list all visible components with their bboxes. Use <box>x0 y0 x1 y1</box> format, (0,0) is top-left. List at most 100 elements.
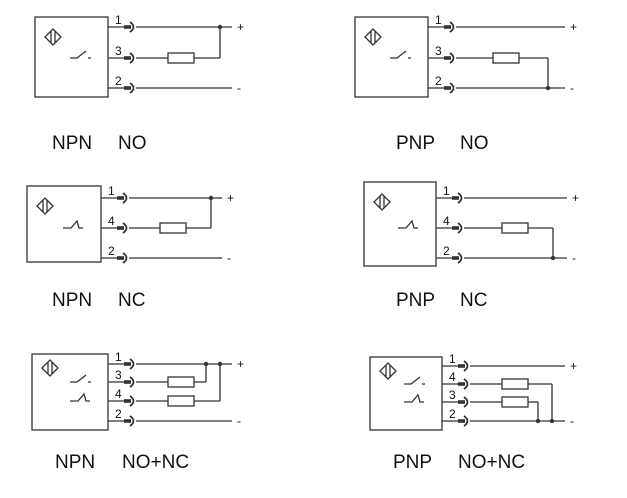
connector-socket <box>457 222 463 234</box>
junction-dot <box>203 361 209 367</box>
connector-socket <box>463 378 469 390</box>
junction-dot <box>217 361 223 367</box>
caption-type: PNP <box>393 452 433 473</box>
connector-socket <box>463 415 469 427</box>
minus-label: - <box>570 81 574 95</box>
pin-number: 1 <box>108 184 115 198</box>
connector-pin <box>124 419 131 423</box>
caption-type: PNP <box>396 133 436 154</box>
no-contact-icon <box>404 376 425 385</box>
pin-number: 3 <box>115 44 122 58</box>
pin-number: 1 <box>115 350 122 364</box>
sensor-box <box>31 353 109 431</box>
proximity-sensor-icon <box>379 362 397 380</box>
diagram-pnp-nc: 142+- <box>363 181 579 267</box>
connector-pin <box>458 419 465 423</box>
diagram-npn-no: 1 3 2 + - <box>34 13 244 98</box>
connector-pin <box>124 399 131 403</box>
caption-mode: NO+NC <box>122 452 190 473</box>
connector-pin <box>452 196 459 200</box>
pin-number: 3 <box>449 388 456 402</box>
connector-pin <box>458 382 465 386</box>
pin-number: 1 <box>443 184 450 198</box>
connector-pin <box>124 362 131 366</box>
connector-socket <box>129 82 135 94</box>
caption-mode: NO <box>460 133 489 154</box>
caption-mode: NC <box>460 290 488 311</box>
pin-number: 1 <box>435 13 442 27</box>
connector-socket <box>463 396 469 408</box>
caption-type: NPN <box>52 133 93 154</box>
sensor-box <box>354 16 429 98</box>
connector-socket <box>457 252 463 264</box>
no-contact-icon <box>70 374 91 383</box>
minus-label: - <box>237 81 241 95</box>
connector-socket <box>449 82 455 94</box>
load-resistor <box>167 376 195 388</box>
pin-number: 4 <box>115 387 122 401</box>
sensor-box <box>26 185 102 263</box>
plus-label: + <box>237 357 244 371</box>
nc-contact-icon <box>70 392 90 402</box>
connector-socket <box>449 21 455 33</box>
connector-pin <box>124 86 131 90</box>
connector-pin <box>117 256 124 260</box>
proximity-sensor-icon <box>373 193 391 211</box>
pin-number: 3 <box>115 368 122 382</box>
minus-label: - <box>227 251 231 265</box>
connector-socket <box>449 52 455 64</box>
connector-pin <box>124 56 131 60</box>
connector-socket <box>129 376 135 388</box>
connector-socket <box>122 222 128 234</box>
nc-contact-icon <box>404 393 424 403</box>
proximity-sensor-icon <box>364 28 382 46</box>
load-resistor <box>167 395 195 407</box>
connector-socket <box>122 192 128 204</box>
plus-label: + <box>237 20 244 34</box>
pin-number: 4 <box>108 214 115 228</box>
pin-number: 2 <box>435 74 442 88</box>
connector-socket <box>129 52 135 64</box>
proximity-sensor-icon <box>44 28 62 46</box>
connector-pin <box>444 86 451 90</box>
connector-socket <box>457 192 463 204</box>
load-resistor <box>501 378 529 390</box>
connector-socket <box>122 252 128 264</box>
connector-pin <box>458 400 465 404</box>
junction-dot <box>217 24 223 30</box>
load-resistor <box>501 396 529 408</box>
connector-pin <box>452 226 459 230</box>
connector-pin <box>444 56 451 60</box>
load-resistor <box>501 222 529 234</box>
sensor-box <box>34 16 109 98</box>
diagram-npn-nc: 142+- <box>26 184 234 265</box>
pin-number: 2 <box>115 74 122 88</box>
plus-label: + <box>227 191 234 205</box>
caption-mode: NO+NC <box>458 452 526 473</box>
pin-number: 2 <box>443 244 450 258</box>
pin-number: 1 <box>449 352 456 366</box>
connector-pin <box>444 25 451 29</box>
connector-socket <box>463 360 469 372</box>
minus-label: - <box>570 414 574 428</box>
connector-socket <box>129 415 135 427</box>
nc-contact-icon <box>63 219 83 229</box>
diagram-pnp-no: 1 3 2 + - <box>354 13 577 98</box>
plus-label: + <box>570 359 577 373</box>
load-resistor <box>492 52 520 64</box>
connector-pin <box>117 226 124 230</box>
junction-dot <box>208 195 214 201</box>
plus-label: + <box>572 191 579 205</box>
caption-type: NPN <box>52 290 93 311</box>
no-contact-icon <box>70 50 91 59</box>
minus-label: - <box>572 251 576 265</box>
load-resistor <box>167 52 195 64</box>
pin-number: 3 <box>435 44 442 58</box>
pin-number: 1 <box>115 13 122 27</box>
proximity-sensor-icon <box>41 359 59 377</box>
plus-label: + <box>570 20 577 34</box>
